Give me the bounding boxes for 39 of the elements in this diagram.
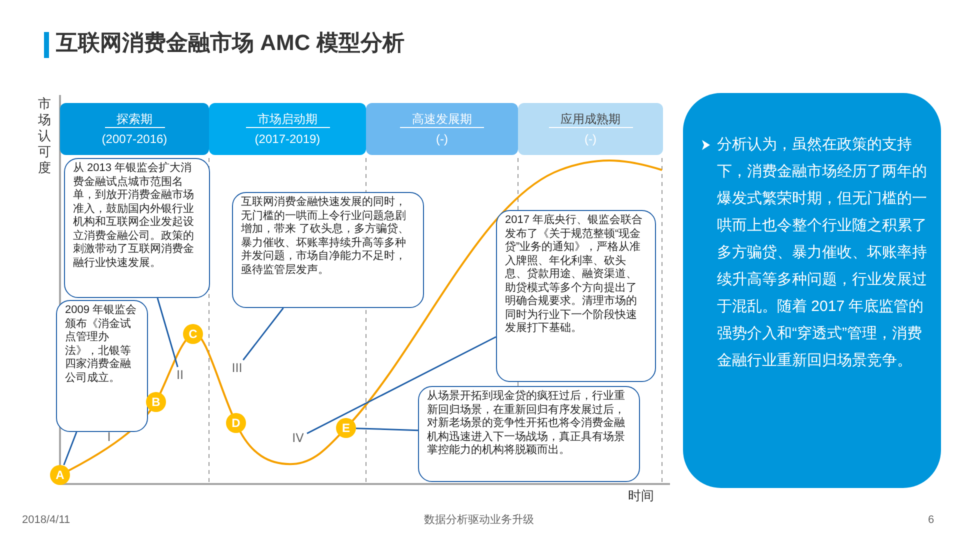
phase-years: (2007-2016) — [102, 130, 168, 148]
summary-panel — [683, 93, 941, 488]
axis-title: 时间 — [628, 487, 654, 505]
phase-band — [60, 103, 209, 155]
phase-title: 高速发展期 — [400, 110, 484, 128]
summary-text: 分析认为，虽然在政策的支持下，消费金融市场经历了两年的爆发式繁荣时期，但无门槛的一哄而上也令整个行业随之积累了多方骗贷、暴力催收、坏账率持续升高等多种问题，行业发展过于混乱。随着 2017 年底监管的强势介入和“穿透式”管理，消费金融行业重新回归场景竞争。 — [717, 135, 927, 371]
axis-title: 市场认可度 — [38, 96, 52, 176]
bubble-text: 互联网消费金融快速发展的同时，无门槛的一哄而上令行业问题急剧增加，带来 了砍头息，多方骗贷、暴力催收、坏账率持续升高等多种并发问题，市场自净能力不足时，亟待监管层发声。 — [241, 196, 410, 277]
speech-bubble — [418, 386, 640, 482]
phase-band — [366, 103, 518, 155]
bubble-text: 从 2013 年银监会扩大消费金融试点城市范围名单，到放开消费金融市场准入，鼓励国内外银行业机构和互联网企业发起设立消费金融公司。政策的刺激带动了互联网消费金融行业快速发展。 — [73, 162, 195, 270]
stage-numeral: III — [229, 360, 245, 376]
footer-text: 数据分析驱动业务升级 — [424, 513, 534, 528]
speech-bubble — [56, 300, 148, 432]
date-text: 2018/4/11 — [22, 513, 70, 528]
point-marker: D — [226, 413, 246, 433]
speech-bubble — [496, 210, 656, 382]
phase-years: (-) — [584, 130, 596, 148]
bubble-text: 2017 年底央行、银监会联合发布了《关于规范整顿“现金贷”业务的通知》，严格从准入牌照、年化利率、砍头息、贷款用途、融资渠道、助贷模式等多个方向提出了明确合规要求。清理市场的同时为行业下一个阶段快速发展打下基础。 — [505, 214, 644, 336]
phase-title: 应用成熟期 — [548, 110, 632, 128]
stage-numeral: II — [173, 367, 187, 383]
phase-band — [209, 103, 366, 155]
phase-years: (2017-2019) — [254, 130, 320, 148]
page-title: 互联网消费金融市场 AMC 模型分析 — [56, 29, 404, 57]
point-marker: E — [336, 418, 356, 438]
speech-bubble — [232, 192, 424, 308]
page-number: 6 — [928, 513, 934, 528]
point-marker: A — [50, 465, 70, 485]
point-marker: C — [183, 324, 203, 344]
bubble-text: 2009 年银监会颁布《消金试点管理办法》，北银等四家消费金融公司成立。 — [65, 304, 138, 385]
stage-numeral: IV — [289, 430, 307, 446]
phase-title: 市场启动期 — [246, 110, 330, 128]
point-marker: B — [146, 392, 166, 412]
phase-band — [518, 103, 663, 155]
stage-numeral: I — [102, 429, 116, 445]
phase-title: 探索期 — [104, 110, 164, 128]
bubble-text: 从场景开拓到现金贷的疯狂过后，行业重新回归场景，在重新回归有序发展过后，对新老场景的竞争性开拓也将令消费金融机构迅速进入下一场战场，真正具有场景掌控能力的机构将脱颖而出。 — [427, 390, 626, 458]
speech-bubble — [64, 158, 210, 298]
phase-years: (-) — [436, 130, 448, 148]
